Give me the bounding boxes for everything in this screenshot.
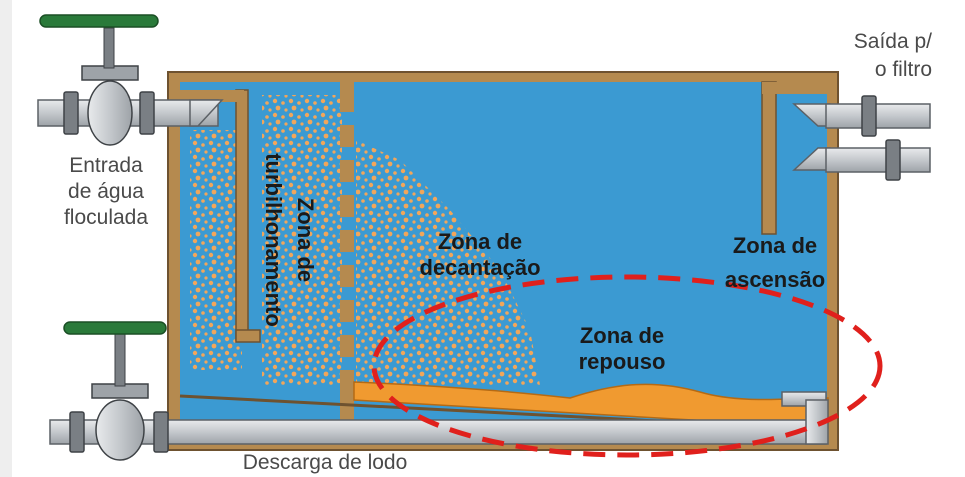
outlet-baffle [761,81,777,235]
settling-zone-line1: Zona de [438,229,522,254]
inlet-spout [189,99,224,127]
inlet-baffle-top [180,90,244,102]
ascension-zone-line1: Zona de [733,233,817,258]
outlet-pipe-upper [825,103,931,129]
outlet-label-line1: Saída p/ [854,30,932,53]
outlet-baffle-top [762,82,828,94]
rest-zone-line1: Zona de [580,323,664,348]
rest-zone-highlight [371,274,883,458]
inlet-flange-left [63,91,79,135]
turbulence-zone-line2: turbilhonamento [261,153,286,327]
sludge-flange-left [69,411,85,453]
inlet-flange-right [139,91,155,135]
inlet-label-line1: Entrada [69,154,143,177]
sludge-valve-handle [63,321,167,335]
inlet-valve-body [87,80,133,146]
settling-zone-line2: decantação [419,255,540,280]
floc-particles-inlet [190,130,242,370]
inlet-baffle-foot [235,329,261,343]
inlet-valve-stem [103,27,115,69]
sludge-flange-right [153,411,169,453]
outlet-flange-upper [861,95,877,137]
inlet-baffle [235,89,249,341]
outlet-label-line2: o filtro [875,58,932,81]
inlet-valve-assembly [37,14,224,146]
outlet-pipe-lower [825,147,931,173]
sludge-valve-stem [114,333,126,387]
outlet-flange-lower [885,139,901,181]
inlet-label-line2: de água [68,180,144,203]
ascension-zone-line2: ascensão [725,267,825,292]
inlet-valve-handle [39,14,159,28]
floc-particles-turbulence [262,95,342,385]
outlet-pipes [792,95,931,181]
rest-zone-line2: repouso [579,349,666,374]
sludge-discharge-label: Descarga de lodo [243,451,408,474]
perforated-wall [340,82,354,430]
inlet-label-line3: floculada [64,206,148,229]
sludge-valve-body [95,399,145,461]
left-margin [0,0,12,477]
tank [167,71,839,451]
turbulence-zone-label: turbilhonamento Zona de [261,153,318,327]
turbulence-zone-line1: Zona de [293,198,318,282]
